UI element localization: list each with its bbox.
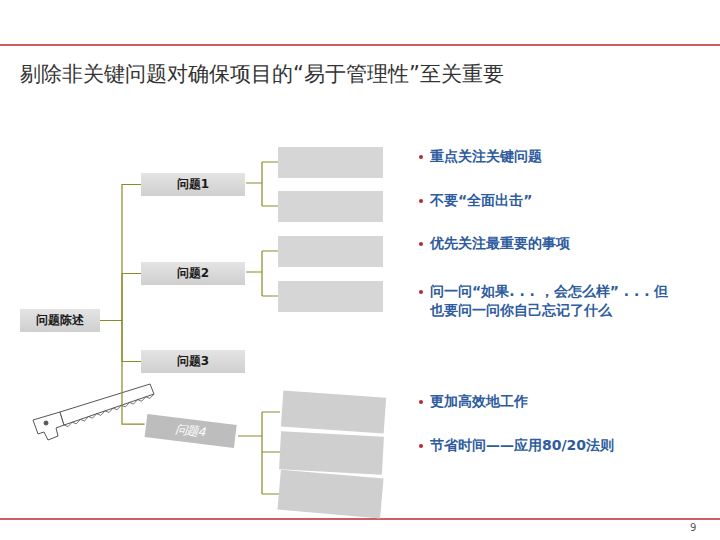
box-text: 问题1 xyxy=(151,176,235,193)
issue-box: 问题1 xyxy=(141,173,245,196)
bullet-dot xyxy=(419,199,423,203)
issue-box: 问题3 xyxy=(141,350,245,373)
bullet-text: 更加高效地工作 xyxy=(430,392,690,411)
slide-title: 剔除非关键问题对确保项目的“易于管理性”至关重要 xyxy=(20,60,504,88)
tree-connector xyxy=(100,321,145,425)
saw-illustration xyxy=(33,384,154,440)
bullet-text: 优先关注最重要的事项 xyxy=(430,234,690,253)
box-text: 问题陈述 xyxy=(30,312,90,329)
tree-connector xyxy=(100,185,141,321)
tree-connector xyxy=(100,321,141,362)
tree-connector xyxy=(100,274,141,321)
box-text: 问题4 xyxy=(155,418,227,443)
issue-box: 问题4 xyxy=(145,414,237,448)
issue-box: 问题2 xyxy=(141,262,245,285)
bullet-text: 节省时间——应用80/20法则 xyxy=(430,436,630,455)
bullet-dot xyxy=(419,400,423,404)
box-text: 问题2 xyxy=(151,265,235,282)
footer-rule xyxy=(0,518,720,520)
bullet-text: 问一问“如果. . . ，会怎么样” . . . 但也要问一问你自己忘记了什么 xyxy=(430,282,680,320)
problem-statement-box: 问题陈述 xyxy=(20,309,100,332)
page-number: 9 xyxy=(690,521,710,535)
bullet-dot xyxy=(419,242,423,246)
header-rule xyxy=(0,44,720,46)
bullet-text: 不要“全面出击” xyxy=(430,191,690,210)
faded-empty-box xyxy=(277,390,386,518)
bullet-dot xyxy=(419,290,423,294)
box-text: 问题3 xyxy=(151,353,235,370)
bullet-dot xyxy=(419,155,423,159)
bullet-text: 重点关注关键问题 xyxy=(430,147,690,166)
sub-branch xyxy=(238,162,280,494)
bullet-dot xyxy=(419,444,423,448)
empty-box xyxy=(278,147,383,312)
